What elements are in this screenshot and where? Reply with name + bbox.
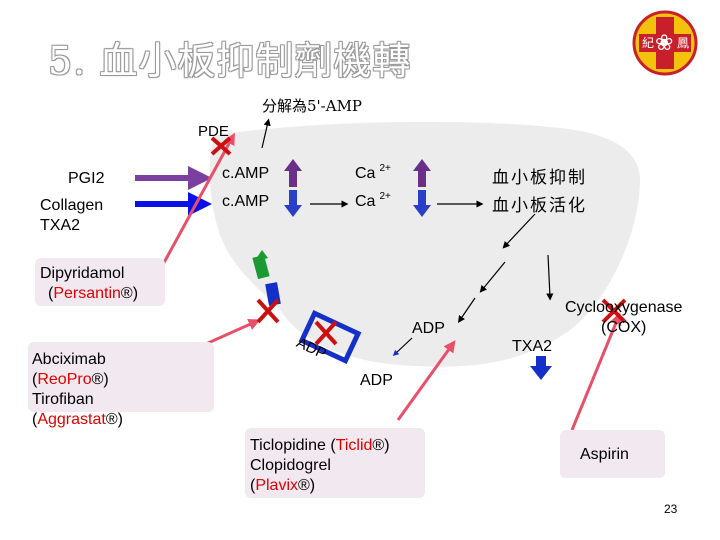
collagen-label: Collagen TXA2 <box>40 196 103 236</box>
ticlopidine-brand: Ticlid <box>335 437 373 454</box>
logo-flower-icon: ❀ <box>655 30 674 55</box>
activation-chain-arrow <box>479 261 506 293</box>
dipyridamol-box <box>35 258 165 306</box>
block-cross-adp <box>314 320 338 346</box>
logo-right-char: 鳳 <box>677 36 690 50</box>
block-cross-cox <box>601 298 627 324</box>
ticlopidine-generic: Ticlopidine ( <box>250 437 336 454</box>
abciximab-paren-close: ®) <box>91 371 109 388</box>
slide-title: 5. 血小板抑制劑機轉 <box>48 39 412 83</box>
aspirin-inhibit-arrow <box>570 312 622 431</box>
cox-label: Cyclooxygenase (COX) <box>565 298 682 338</box>
camp-up-arrow <box>284 159 302 187</box>
abciximab-generic: Abciximab <box>32 351 106 368</box>
tirofiban-paren-close: ®) <box>105 411 123 428</box>
collagen-label-line1: Collagen <box>40 197 104 214</box>
ticlopidine-paren-close: ®) <box>372 437 390 454</box>
ca-down-superscript: 2+ <box>379 191 391 202</box>
collagen-label-line2: TXA2 <box>40 217 81 234</box>
clopidogrel-paren-close: ®) <box>298 477 316 494</box>
clopidogrel-generic: Clopidogrel <box>250 457 331 474</box>
camp-down-arrow <box>284 190 302 217</box>
breakdown-label: 分解為5'-AMP <box>262 97 363 115</box>
platelet-inhibit-label: 血小板抑制 <box>492 168 587 188</box>
platelet-activate-label: 血小板活化 <box>492 196 587 216</box>
aspirin-label: Aspirin <box>580 446 629 463</box>
pgi2-label: PGI2 <box>68 170 105 187</box>
block-cross-pde <box>210 136 232 156</box>
txa2-down-arrow <box>530 356 552 380</box>
ca-up-arrow <box>413 159 431 187</box>
clopidogrel-brand-line: (Plavix®) <box>250 476 390 496</box>
activation-to-cox-arrow <box>502 213 536 249</box>
adp-lower-label: ADP <box>360 372 393 389</box>
camp-up-label: c.AMP <box>222 165 270 182</box>
platelet-cell-shape <box>209 121 640 367</box>
activation-to-adp-arrow <box>457 297 476 323</box>
dipyridamol-paren-close: ®) <box>120 285 139 302</box>
ticlopidine-inhibit-arrow <box>396 340 456 421</box>
aspirin-box <box>560 430 665 478</box>
tirofiban-generic: Tirofiban <box>32 391 94 408</box>
adp-right-label: ADP <box>412 320 445 337</box>
cox-label-line1: Cyclooxygenase <box>565 299 683 316</box>
abciximab-brand-line: (ReoPro®) <box>32 370 123 390</box>
dipyridamol-label: Dipyridamol (Persantin®) <box>40 264 138 304</box>
abciximab-box <box>28 342 214 412</box>
dipyridamol-inhibit-arrow <box>158 132 235 271</box>
ca-up-text: Ca <box>355 165 376 182</box>
pde-to-breakdown-arrow <box>261 118 271 149</box>
cox-pathway-arrow <box>546 254 554 301</box>
abciximab-label: Abciximab (ReoPro®) Tirofiban (Aggrastat… <box>32 350 123 430</box>
tirofiban-brand-line: (Aggrastat®) <box>32 410 123 430</box>
ca-down-text: Ca <box>355 193 376 210</box>
abciximab-brand: Reo <box>37 371 67 388</box>
camp-down-label: c.AMP <box>222 193 270 210</box>
page-number: 23 <box>664 502 678 516</box>
ticlopidine-label: Ticlopidine (Ticlid®) Clopidogrel (Plavi… <box>250 436 390 496</box>
pde-label: PDE <box>198 123 229 140</box>
ticlopidine-box <box>245 428 425 498</box>
txa2-label: TXA2 <box>512 338 553 355</box>
clopidogrel-brand: Plavix <box>255 477 299 494</box>
logo <box>632 10 698 76</box>
tirofiban-brand: Aggrastat <box>37 411 106 428</box>
ca-up-superscript: 2+ <box>379 163 391 174</box>
cox-label-line2: (COX) <box>601 319 647 336</box>
dipyridamol-paren-open: ( <box>48 285 54 302</box>
tirofiban-paren-open: ( <box>32 411 38 428</box>
dipyridamol-brand-line: (Persantin®) <box>40 284 138 304</box>
ca-down-arrow <box>413 190 431 217</box>
ticlopidine-line: Ticlopidine (Ticlid®) <box>250 436 390 456</box>
dipyridamol-brand: Persantin <box>53 285 121 302</box>
abciximab-brand-2: Pro <box>66 371 92 388</box>
clopidogrel-paren-open: ( <box>250 477 256 494</box>
adp-release-arrow <box>392 337 413 357</box>
abciximab-paren-open: ( <box>32 371 38 388</box>
block-cross-receptor <box>256 298 280 324</box>
logo-left-char: 紀 <box>642 36 655 50</box>
dipyridamol-generic: Dipyridamol <box>40 265 125 282</box>
